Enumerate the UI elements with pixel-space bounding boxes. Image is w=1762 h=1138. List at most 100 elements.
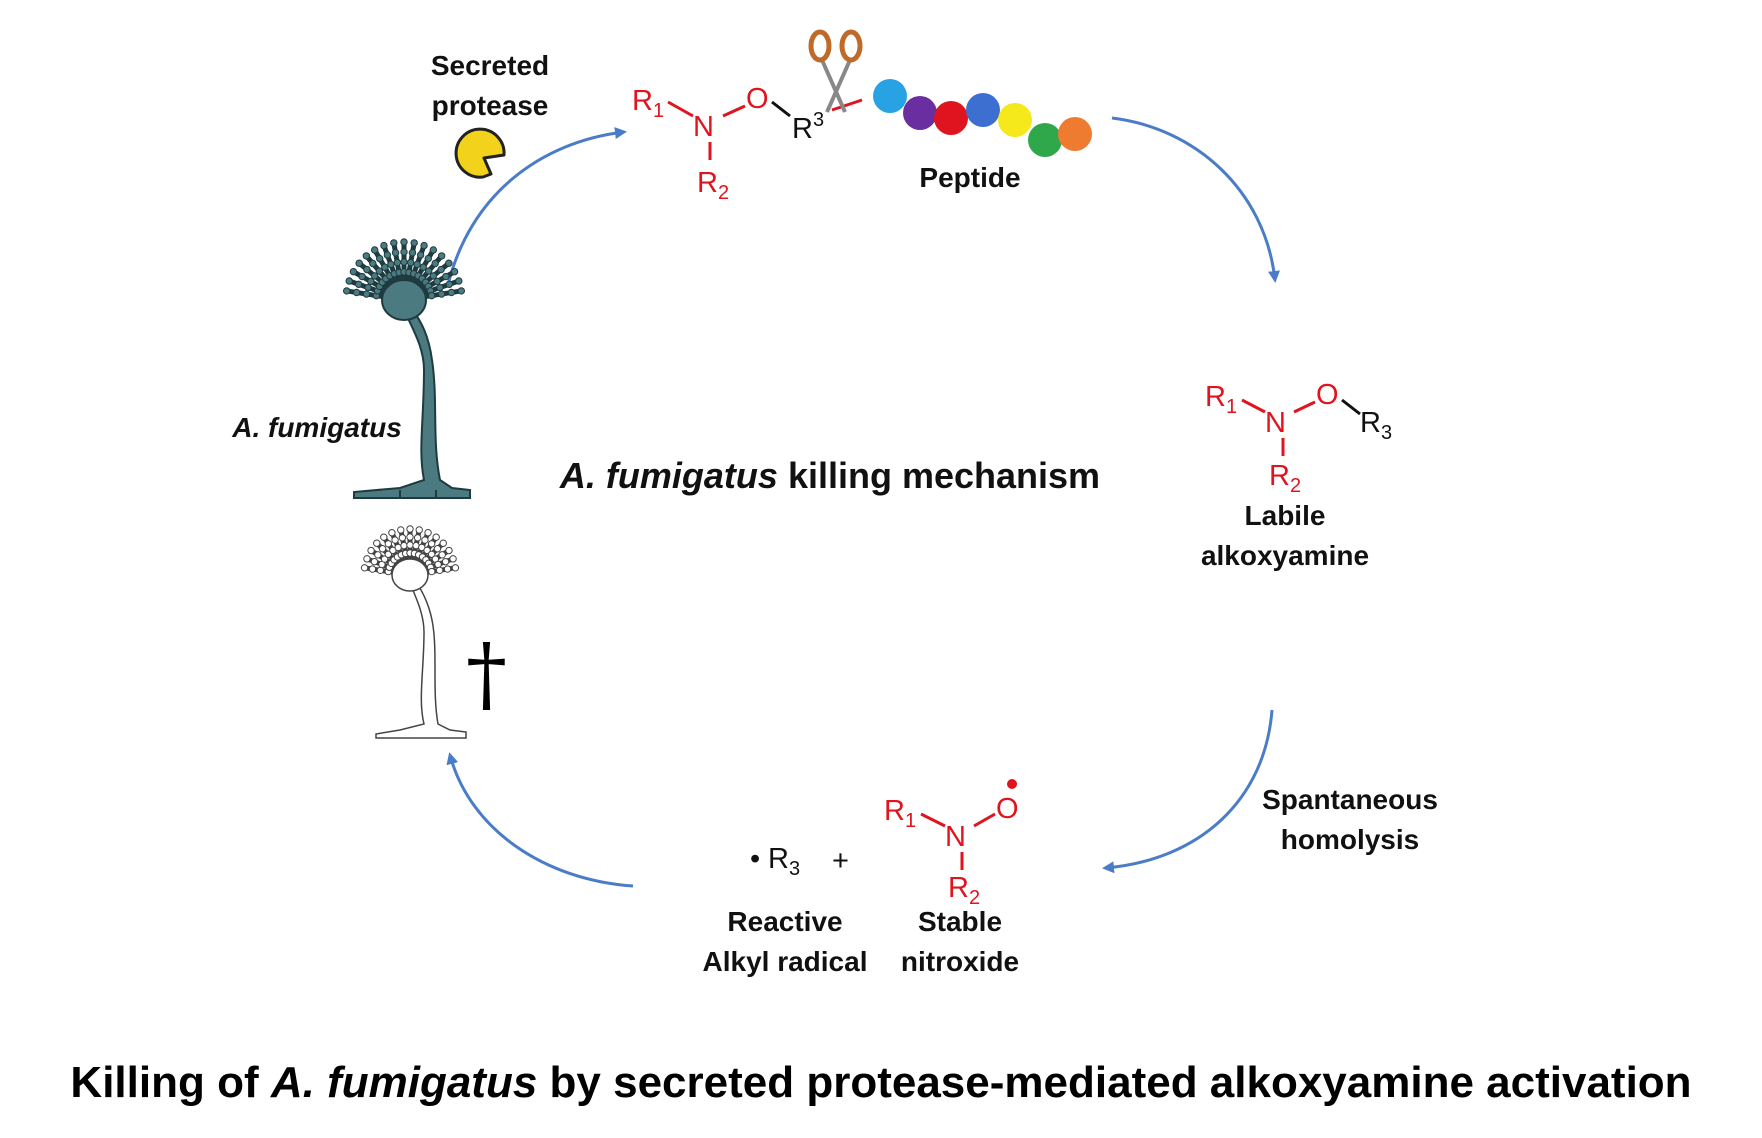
conidium: [457, 287, 465, 295]
conidium: [390, 239, 398, 247]
conidium: [416, 251, 425, 259]
conidium: [431, 259, 439, 268]
conidium: [380, 555, 389, 563]
conidium: [413, 260, 421, 269]
conidium: [364, 283, 372, 292]
atom-n: N: [945, 821, 966, 853]
conidium: [388, 529, 396, 537]
conidium: [441, 557, 450, 566]
arrow-organism-to-substrate: [446, 127, 627, 286]
conidium: [358, 272, 366, 281]
conidium: [400, 248, 408, 256]
conidium: [447, 288, 456, 297]
conidium: [449, 555, 457, 563]
conidium: [445, 259, 453, 267]
conidium: [439, 539, 447, 547]
conidium: [380, 533, 388, 541]
atom-r3: R3: [792, 109, 824, 145]
protease-icon: [454, 127, 506, 179]
conidium: [400, 238, 408, 246]
peptide-bead: [966, 93, 1000, 127]
conidium: [391, 536, 399, 544]
peptide-bead: [1028, 123, 1062, 157]
conidium: [442, 272, 450, 281]
atom-o: O: [1316, 379, 1339, 411]
atom-n: N: [693, 111, 714, 143]
atom-r2: R2: [697, 167, 729, 204]
figure-title: Killing of A. fumigatus by secreted prot…: [70, 1058, 1692, 1107]
fungus-dead-icon: [360, 525, 467, 739]
conidium: [400, 258, 408, 266]
nitroxide-label: Stable nitroxide: [900, 906, 1020, 977]
atom-n: N: [1265, 407, 1286, 439]
conidium: [429, 246, 438, 254]
plus-sign: +: [832, 845, 849, 877]
conidium: [423, 546, 431, 555]
conidium: [406, 533, 414, 541]
atom-r1: R1: [884, 795, 916, 832]
peptide-bead: [934, 101, 968, 135]
conidium: [424, 529, 432, 537]
conidium: [455, 277, 463, 285]
conidium: [433, 545, 442, 553]
alkoxyamine-structure: R1 N O R2 R3: [1205, 379, 1392, 497]
conidium: [343, 287, 351, 295]
atom-r2: R2: [948, 872, 980, 909]
alkyl-radical-structure: • R3 +: [750, 843, 849, 880]
conidium: [370, 272, 379, 280]
conidium: [398, 534, 407, 542]
conidium: [437, 252, 446, 260]
conidium: [373, 539, 381, 547]
atom-r3: R3: [768, 843, 800, 880]
conidium: [362, 252, 371, 260]
conidium: [410, 239, 418, 247]
conidium: [355, 259, 363, 267]
substrate-structure: R1 N O R2 R3: [632, 83, 863, 204]
conidium: [367, 546, 375, 555]
conidium: [420, 241, 428, 250]
conidium: [428, 567, 436, 576]
conidium: [380, 241, 388, 250]
conidium: [378, 545, 387, 553]
atom-r1: R1: [632, 85, 664, 122]
conidium: [429, 272, 438, 280]
dagger-icon: †: [466, 627, 507, 722]
peptide-bead: [873, 79, 907, 113]
nitroxide-radical-dot: [1007, 779, 1017, 789]
conidium: [370, 557, 379, 566]
conidium: [387, 260, 395, 269]
peptide-label: Peptide: [919, 162, 1021, 193]
conidium: [445, 280, 454, 288]
conidium: [435, 566, 444, 575]
conidium: [408, 249, 417, 257]
conidium: [424, 267, 433, 275]
conidium: [427, 291, 436, 300]
atom-r2: R2: [1269, 460, 1301, 497]
conidium: [360, 564, 369, 572]
arrow-products-to-dead-fungus: [446, 752, 634, 888]
conidium: [421, 536, 429, 544]
peptide-bead: [1058, 117, 1092, 151]
conidium: [413, 534, 422, 542]
scissors-icon: [808, 29, 863, 113]
conidium: [419, 263, 427, 271]
conidium: [437, 290, 446, 298]
fungus-live-icon: [343, 238, 471, 499]
conidium: [415, 526, 423, 534]
homolysis-label: Spantaneous homolysis: [1262, 784, 1438, 855]
radical-label: Reactive Alkyl radical: [702, 906, 868, 977]
atom-o: O: [996, 793, 1019, 825]
conidium: [362, 290, 371, 298]
conidium: [406, 541, 414, 549]
conidium: [367, 277, 375, 286]
conidium: [384, 550, 393, 558]
conidium: [368, 565, 377, 573]
conidium: [345, 277, 353, 285]
conidium: [363, 555, 371, 563]
conidium: [397, 526, 405, 534]
conidium: [432, 533, 440, 541]
fungus-conidia: [343, 238, 465, 300]
conidium: [424, 254, 432, 263]
conidium: [383, 251, 392, 259]
